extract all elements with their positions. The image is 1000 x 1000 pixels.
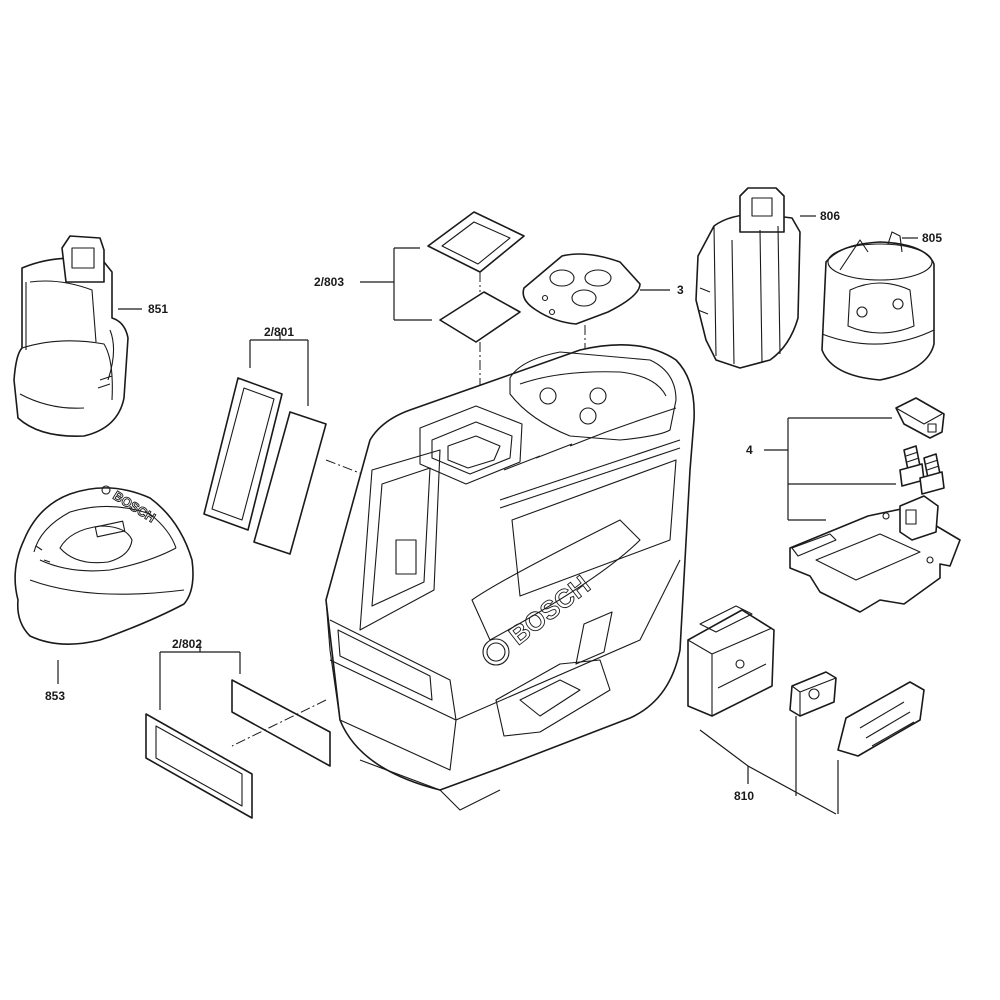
callout-853: 853 (45, 689, 65, 703)
callout-805: 805 (922, 231, 942, 245)
callout-806: 806 (820, 209, 840, 223)
belt-pouch-icon[interactable] (687, 605, 775, 717)
mounting-plate-icon[interactable] (789, 495, 961, 613)
window-802-icon[interactable] (145, 679, 331, 819)
window-803-icon[interactable] (427, 211, 525, 343)
callout-3: 3 (677, 283, 684, 297)
hinge-clip-icon[interactable] (837, 681, 925, 757)
callout-2-803: 2/803 (314, 275, 344, 289)
bracket-icon[interactable] (789, 671, 837, 717)
callout-851: 851 (148, 302, 168, 316)
cover-plate-icon[interactable] (522, 253, 641, 325)
callout-2-801: 2/801 (264, 325, 294, 339)
callout-4: 4 (746, 443, 753, 457)
charger-icon[interactable]: BOSCH (14, 485, 194, 645)
clip-icon[interactable] (895, 397, 945, 439)
screw-icon[interactable] (919, 453, 945, 495)
screw-icon[interactable] (899, 445, 925, 487)
battery-adapter-icon[interactable] (695, 187, 801, 369)
callout-810: 810 (734, 789, 754, 803)
callout-2-802: 2/802 (172, 637, 202, 651)
battery-cap-icon[interactable] (821, 231, 935, 381)
battery-pack-icon[interactable] (13, 235, 129, 437)
window-801-icon[interactable] (203, 377, 327, 555)
laser-level-icon[interactable]: BOSCH (325, 344, 695, 811)
